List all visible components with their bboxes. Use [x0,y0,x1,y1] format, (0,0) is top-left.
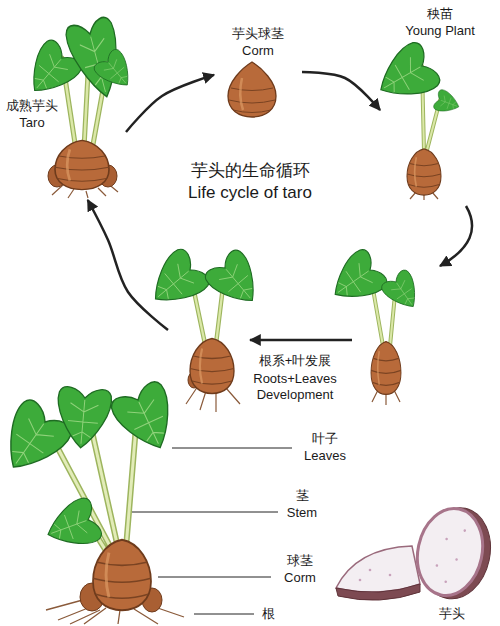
taro-slices [435,564,438,567]
taro-slices [369,569,372,572]
young-plant [368,39,462,200]
stage-label-wrap: Roots+Leaves Development [245,371,345,403]
stage-label: 根系+叶发展 [259,353,332,369]
leaf [108,379,185,460]
stage-label: Young Plant [405,23,475,39]
corm-seed [240,78,243,110]
leaf [380,268,427,316]
part-label-wrap: Corm [284,570,316,586]
taro-slices [359,579,362,582]
stage-label-wrap: 根系+叶发展 [259,353,332,369]
cycle-arrow [126,75,214,132]
part-label-wrap: 茎 [296,488,309,504]
leaf [40,496,103,556]
part-label-wrap: 芋头 [439,606,465,622]
corm [371,342,401,395]
cycle-arrow [440,206,472,266]
leaf [92,47,140,95]
part-label-wrap: Leaves [304,448,346,464]
stage-label-wrap: 芋头球茎 [232,26,284,42]
leaf [368,39,442,111]
stage-node: 芋头球茎Corm [214,22,302,120]
title-wrap: 芋头的生命循环 Life cycle of taro [179,160,321,204]
diagram-title: 芋头的生命循环 Life cycle of taro [179,160,321,204]
taro-slices [444,580,447,583]
stage-node: 秧苗Young Plant [380,6,496,200]
leaf [433,89,463,117]
taro-slices [463,529,466,532]
growing-plant [322,247,426,405]
stage-node: 根系+叶发展 Roots+Leaves Development [168,248,348,420]
part-label: 根 [262,606,275,622]
taro-slices [445,537,448,540]
stage-label: 芋头球茎 [232,26,284,42]
leaf [202,247,269,315]
corm [93,540,151,610]
stage-label-wrap: Taro [19,115,44,131]
anatomy-plant [0,379,186,624]
corm-seed [228,62,276,117]
part-label: 叶子 [312,431,338,447]
stage-label-wrap: Corm [242,43,274,59]
leaf [54,386,112,450]
corm [55,140,109,189]
part-label-wrap: 根 [262,606,275,622]
stage-label: Roots+Leaves Development [245,371,345,403]
corm [190,339,234,394]
taro-slices [409,500,499,605]
stage-label-wrap: 秧苗 [427,6,453,22]
part-label: 茎 [296,488,309,504]
stage-label: 成熟芋头 [6,98,58,114]
corm-seed [228,62,276,117]
corm [407,149,441,195]
stage-label-wrap: Young Plant [405,23,475,39]
stage-label-wrap: 成熟芋头 [6,98,58,114]
taro-slices [455,558,458,561]
taro-slices [336,546,420,592]
stage-label: 秧苗 [427,6,453,22]
part-label-wrap: 叶子 [312,431,338,447]
taro-slices [389,574,392,577]
part-label: 芋头 [439,606,465,622]
leaf [140,246,212,317]
stage-label: Taro [19,115,44,131]
part-label: Leaves [304,448,346,464]
taro-slices [336,584,420,600]
taro-slices [336,500,499,605]
cycle-arrow [302,72,380,110]
part-label: Stem [287,505,317,521]
leaf [322,247,390,313]
part-label-wrap: Stem [287,505,317,521]
leader-line [132,448,292,614]
part-label: Corm [284,570,316,586]
part-label-wrap: 球茎 [287,553,313,569]
taro-slices [410,502,491,601]
cycle-arrow [88,200,168,330]
stage-node: 成熟芋头Taro [3,18,126,200]
corm-seed [229,88,275,113]
cycle-arrow [250,339,352,342]
stage-label: Corm [242,43,274,59]
part-label: 球茎 [287,553,313,569]
